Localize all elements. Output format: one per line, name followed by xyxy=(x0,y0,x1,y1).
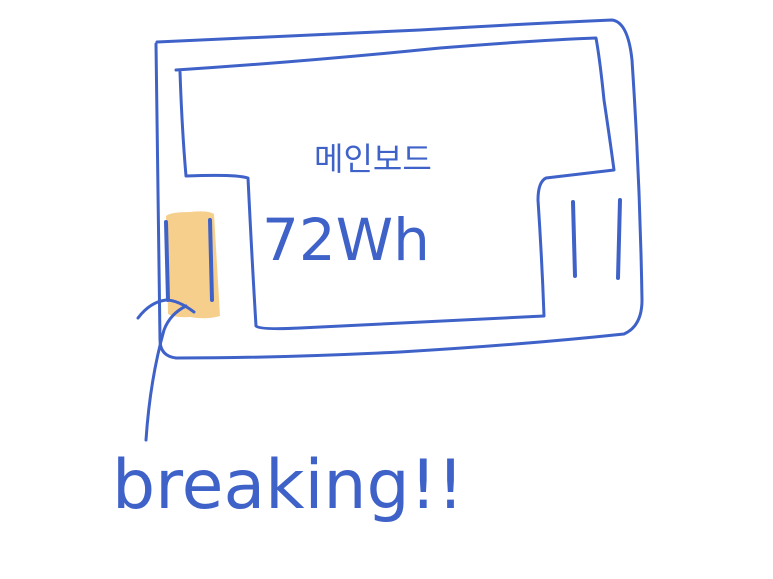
callout-arrow xyxy=(144,304,188,442)
mainboard-outline xyxy=(174,36,616,331)
callout-arrowhead xyxy=(136,298,196,320)
highlighted-component xyxy=(166,211,220,319)
right-connector-line-1 xyxy=(571,200,577,278)
capacity-label: 72Wh xyxy=(262,206,430,274)
left-connector-line-2 xyxy=(208,218,214,302)
chassis-outline xyxy=(154,18,644,360)
right-connector-line-2 xyxy=(616,198,622,280)
mainboard-label: 메인보드 xyxy=(314,140,432,178)
callout-label: breaking!! xyxy=(112,446,464,525)
left-connector-line-1 xyxy=(164,220,170,302)
